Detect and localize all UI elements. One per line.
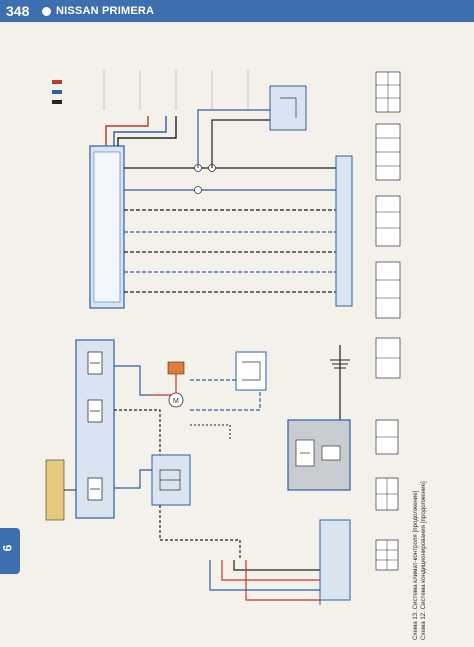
- legend-swatch-red: [52, 80, 62, 84]
- title-bullet-icon: [42, 7, 51, 16]
- right-connector-strip: [335, 155, 353, 307]
- connector-pinout-2: [375, 477, 399, 511]
- motor-icon: [168, 392, 184, 408]
- connector-pinout-4: [375, 71, 401, 113]
- heater-element-icon: [167, 361, 185, 375]
- header-bar: 348 NISSAN PRIMERA: [0, 0, 474, 22]
- battery-feed-block: [45, 459, 65, 521]
- legend-swatch-blue: [52, 90, 62, 94]
- fuse-1: [87, 351, 103, 375]
- connector-pinout-6: [375, 195, 401, 247]
- connector-pinout-5: [375, 123, 401, 181]
- pin-number-column: [103, 70, 249, 110]
- connector-block: [319, 519, 351, 601]
- svg-text:M: M: [173, 398, 179, 405]
- fuse-3: [87, 477, 103, 501]
- switch-box: [235, 351, 267, 391]
- connector-pinout-3: [375, 419, 399, 455]
- page-number: 348: [6, 3, 30, 19]
- connector-pinout-1: [375, 539, 399, 571]
- caption-left-diagram: Схема 12. Система кондиционирования [про…: [420, 481, 427, 640]
- caption-right-diagram: Схема 13. Система климат-контроля [продо…: [412, 490, 419, 640]
- fuse-2: [87, 399, 103, 423]
- connector-pinout-7: [375, 261, 401, 319]
- chapter-tab: [0, 528, 20, 574]
- connector-pinout-8: [375, 337, 401, 379]
- book-title: NISSAN PRIMERA: [56, 5, 155, 17]
- legend-swatch-black: [52, 100, 62, 104]
- diagram-captions: Схема 13. Система климат-контроля [продо…: [412, 40, 452, 640]
- sensor-box: [269, 85, 307, 131]
